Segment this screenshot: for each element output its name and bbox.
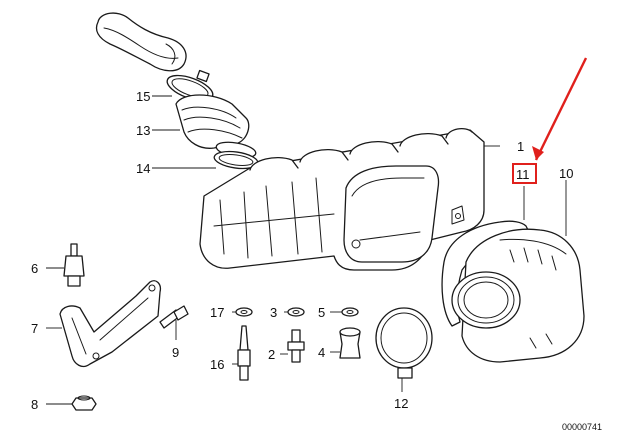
stud-bolt-6	[63, 243, 85, 287]
callout-7: 7	[31, 321, 38, 336]
diagram-code: 00000741	[562, 422, 602, 432]
intake-manifold-1	[199, 127, 485, 271]
washer-5	[341, 307, 359, 317]
highlight-arrow	[532, 57, 588, 161]
callout-1: 1	[517, 139, 524, 154]
callout-16: 16	[210, 357, 224, 372]
hex-screw-9	[159, 305, 189, 329]
seal-ring-14	[213, 150, 259, 170]
callout-17: 17	[210, 305, 224, 320]
callout-15: 15	[136, 89, 150, 104]
callout-5: 5	[318, 305, 325, 320]
rubber-boot-13	[175, 94, 257, 159]
callout-3: 3	[270, 305, 277, 320]
temperature-sensor-16	[237, 325, 251, 381]
washer-3	[287, 307, 305, 317]
washer-17	[235, 307, 253, 317]
hose-clamp-12	[375, 307, 433, 379]
callout-10: 10	[559, 166, 573, 181]
hex-nut-8	[71, 395, 97, 411]
callout-14: 14	[136, 161, 150, 176]
callout-8: 8	[31, 397, 38, 412]
callout-9: 9	[172, 345, 179, 360]
leader-lines	[46, 95, 567, 405]
intake-duct-hose	[95, 12, 187, 72]
callout-2: 2	[268, 347, 275, 362]
grommet-4	[339, 327, 361, 359]
nipple-2	[287, 329, 305, 363]
callout-13: 13	[136, 123, 150, 138]
highlight-box	[512, 163, 537, 184]
callout-12: 12	[394, 396, 408, 411]
air-flow-meter-10	[451, 228, 585, 363]
callout-6: 6	[31, 261, 38, 276]
callout-4: 4	[318, 345, 325, 360]
callout-11: 11	[516, 167, 530, 182]
mounting-bracket-7	[59, 280, 162, 368]
